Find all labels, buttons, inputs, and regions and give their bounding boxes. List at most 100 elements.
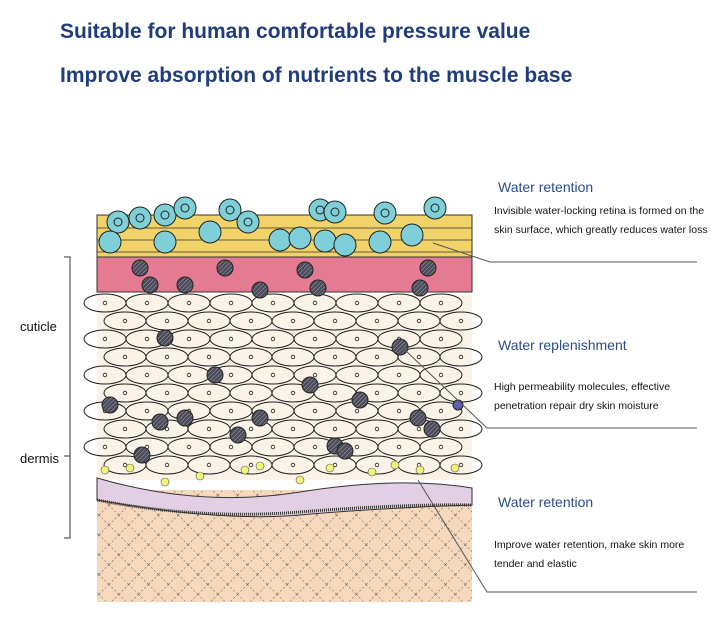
- cell-nucleus: [396, 372, 402, 378]
- water-droplet: [153, 230, 177, 254]
- water-droplet-ring: [243, 217, 253, 227]
- cell-nucleus: [312, 408, 318, 414]
- nutrient-droplet: [240, 465, 250, 475]
- cell-nucleus: [164, 462, 170, 468]
- nutrient-droplet: [195, 471, 205, 481]
- cell-nucleus: [458, 318, 464, 324]
- nutrient-droplet: [160, 477, 170, 487]
- molecule: [206, 366, 224, 384]
- cell: [439, 347, 483, 367]
- cell-nucleus: [164, 426, 170, 432]
- water-droplet: [400, 223, 424, 247]
- cell-nucleus: [164, 354, 170, 360]
- cell-nucleus: [438, 408, 444, 414]
- cell-nucleus: [186, 300, 192, 306]
- water-droplet: [268, 228, 292, 252]
- cell-nucleus: [374, 390, 380, 396]
- cell-nucleus: [270, 300, 276, 306]
- cell-nucleus: [228, 444, 234, 450]
- cell-nucleus: [354, 336, 360, 342]
- molecule: [251, 281, 269, 299]
- cell-nucleus: [228, 300, 234, 306]
- cell-nucleus: [144, 408, 150, 414]
- cell-nucleus: [270, 444, 276, 450]
- water-droplet-ring: [430, 203, 440, 213]
- callout-title-3: Water retention: [498, 494, 594, 510]
- cell-nucleus: [354, 408, 360, 414]
- nutrient-droplet: [415, 465, 425, 475]
- water-droplet-ring: [330, 207, 340, 217]
- cell-nucleus: [144, 300, 150, 306]
- water-droplet-ring: [160, 210, 170, 220]
- dermis-label: dermis: [20, 451, 60, 466]
- cell-nucleus: [206, 462, 212, 468]
- molecule: [216, 259, 234, 277]
- cell: [439, 455, 483, 475]
- cell-nucleus: [332, 426, 338, 432]
- water-droplet: [323, 200, 347, 224]
- cuticle-label: cuticle: [20, 319, 57, 334]
- cell-nucleus: [332, 318, 338, 324]
- nutrient-droplet: [390, 460, 400, 470]
- nutrient-droplet: [367, 467, 377, 477]
- cell-nucleus: [102, 372, 108, 378]
- heading-1: Suitable for human comfortable pressure …: [60, 20, 531, 43]
- water-droplet: [313, 229, 337, 253]
- water-droplet-ring: [135, 213, 145, 223]
- leader-line-3: [417, 479, 697, 593]
- molecule: [296, 261, 314, 279]
- cell-nucleus: [206, 426, 212, 432]
- molecule: [351, 391, 369, 409]
- water-droplet: [368, 230, 392, 254]
- callout-title-2: Water replenishment: [498, 337, 627, 353]
- cell-nucleus: [354, 372, 360, 378]
- cell-nucleus: [354, 300, 360, 306]
- cell-nucleus: [290, 426, 296, 432]
- water-droplet: [423, 196, 447, 220]
- cell-nucleus: [396, 408, 402, 414]
- penetrating-molecule: [452, 399, 464, 411]
- water-droplet: [218, 198, 242, 222]
- cell-nucleus: [438, 300, 444, 306]
- nutrient-droplet: [450, 463, 460, 473]
- cell-nucleus: [458, 426, 464, 432]
- cell-nucleus: [186, 336, 192, 342]
- molecule: [141, 276, 159, 294]
- water-droplet: [98, 230, 122, 254]
- molecule: [176, 276, 194, 294]
- cell-nucleus: [332, 390, 338, 396]
- cell-nucleus: [228, 408, 234, 414]
- cell-layer: [97, 295, 472, 480]
- cell: [419, 437, 463, 457]
- cell: [439, 311, 483, 331]
- cell-nucleus: [374, 354, 380, 360]
- water-droplet-ring: [180, 203, 190, 213]
- water-droplet: [106, 210, 130, 234]
- water-droplet: [373, 201, 397, 225]
- cell-nucleus: [374, 462, 380, 468]
- cell-nucleus: [270, 408, 276, 414]
- cell-nucleus: [206, 390, 212, 396]
- cell-nucleus: [102, 300, 108, 306]
- cell-nucleus: [228, 372, 234, 378]
- cell-nucleus: [122, 462, 128, 468]
- molecule: [411, 279, 429, 297]
- cell-nucleus: [312, 300, 318, 306]
- molecule: [156, 329, 174, 347]
- molecule: [176, 409, 194, 427]
- cell-nucleus: [248, 462, 254, 468]
- cell-nucleus: [270, 336, 276, 342]
- molecule: [391, 338, 409, 356]
- cell-nucleus: [290, 354, 296, 360]
- nutrient-droplet: [255, 461, 265, 471]
- cell-nucleus: [290, 318, 296, 324]
- cell-nucleus: [122, 354, 128, 360]
- water-droplet: [128, 206, 152, 230]
- cell-nucleus: [186, 372, 192, 378]
- molecule: [423, 420, 441, 438]
- callout-text-1: Invisible water-locking retina is formed…: [494, 205, 708, 236]
- callout-text-2: High permeability molecules, effective p…: [494, 381, 671, 412]
- cell-nucleus: [248, 318, 254, 324]
- leader-line-1: [432, 242, 697, 263]
